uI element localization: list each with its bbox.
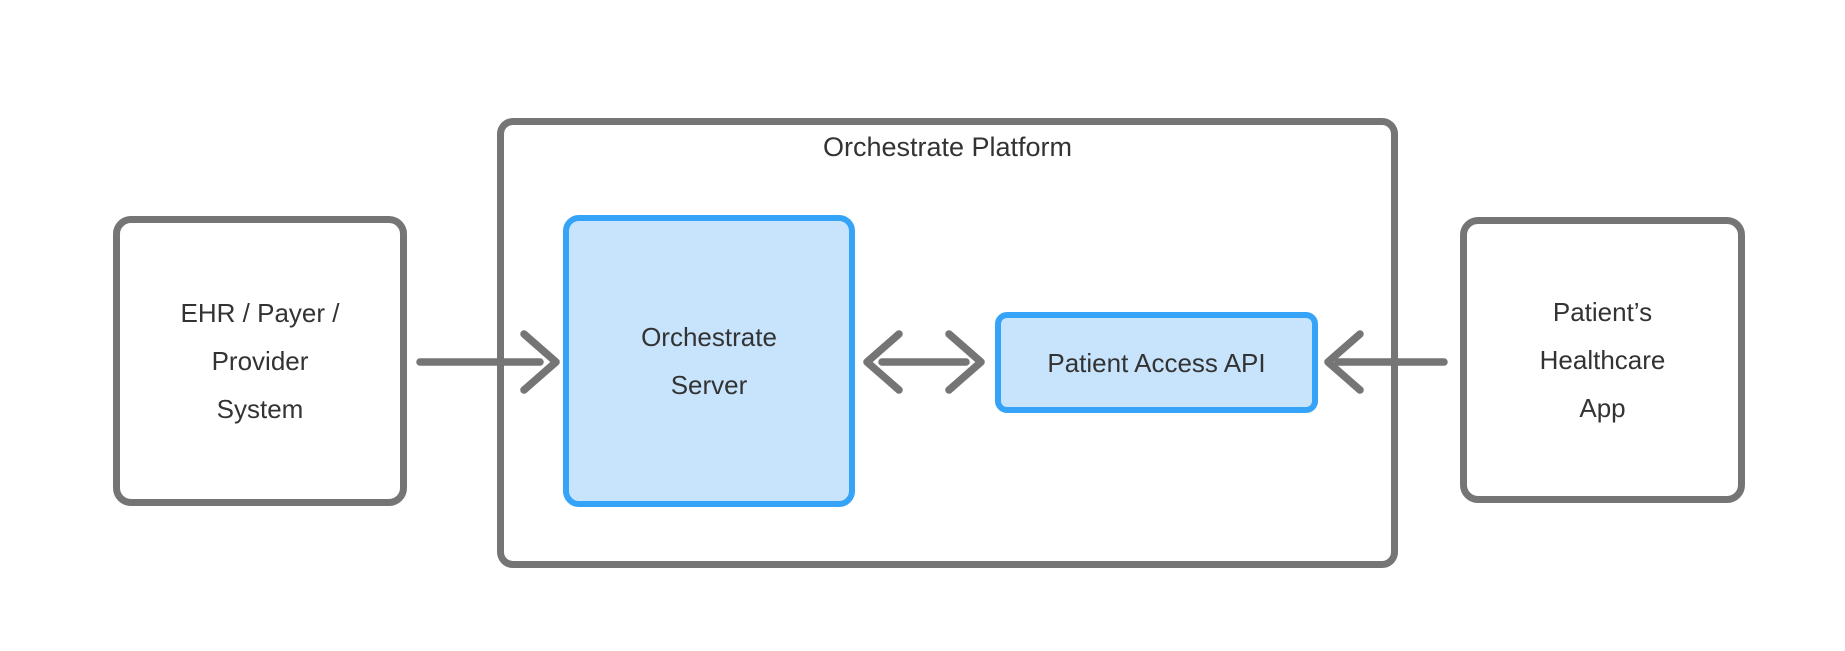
node-patient-access-api: Patient Access API — [995, 312, 1318, 413]
node-ehr-payer-provider-system: EHR / Payer / Provider System — [113, 216, 407, 506]
node-patients-healthcare-app: Patient’s Healthcare App — [1460, 217, 1745, 503]
node-label-line: Healthcare — [1539, 345, 1666, 375]
node-label-line: Patient Access API — [1047, 347, 1266, 378]
node-label-line: EHR / Payer / — [180, 298, 340, 328]
node-label-line: Server — [670, 370, 748, 400]
node-orchestrate-server: Orchestrate Server — [563, 215, 855, 507]
node-label-line: Provider — [211, 346, 309, 376]
node-label-line: App — [1579, 393, 1626, 423]
platform-title: Orchestrate Platform — [822, 132, 1073, 162]
node-label-line: Patient’s — [1552, 297, 1653, 327]
node-label-line: Orchestrate — [641, 322, 777, 352]
node-label-line: System — [216, 394, 304, 424]
